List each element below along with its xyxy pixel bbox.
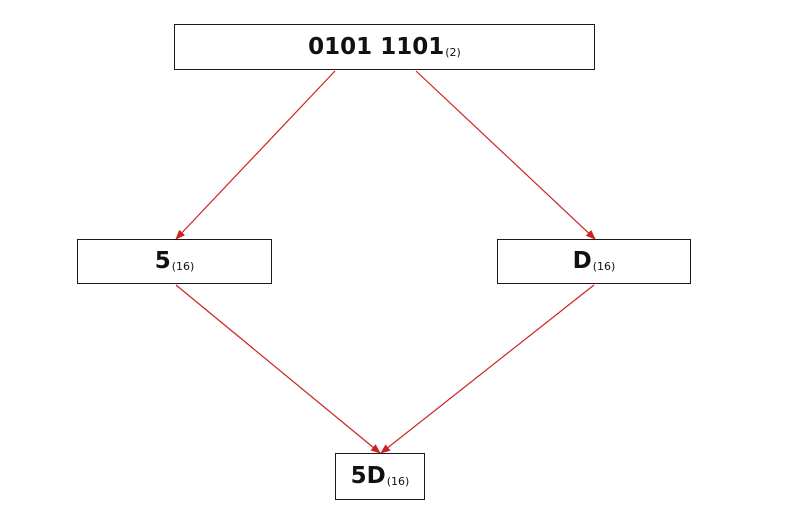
binary-value: 0101 1101: [308, 33, 445, 60]
arrow-high-to-result: [175, 284, 381, 454]
binary-base-subscript: (2): [445, 45, 461, 59]
high-nibble-box: 5 (16): [77, 239, 272, 284]
arrow-low-to-result: [380, 284, 595, 454]
arrow-binary-to-high: [175, 70, 336, 240]
result-base-subscript: (16): [386, 475, 410, 488]
arrow-binary-to-low: [415, 70, 596, 240]
low-nibble-base-subscript: (16): [592, 260, 616, 273]
result-value-box: 5D (16): [335, 453, 425, 500]
high-nibble-base-subscript: (16): [171, 260, 195, 273]
high-nibble-value: 5: [154, 248, 171, 274]
binary-value-box: 0101 1101 (2): [174, 24, 595, 70]
low-nibble-box: D (16): [497, 239, 691, 284]
low-nibble-value: D: [572, 248, 592, 274]
result-value: 5D: [350, 463, 386, 489]
